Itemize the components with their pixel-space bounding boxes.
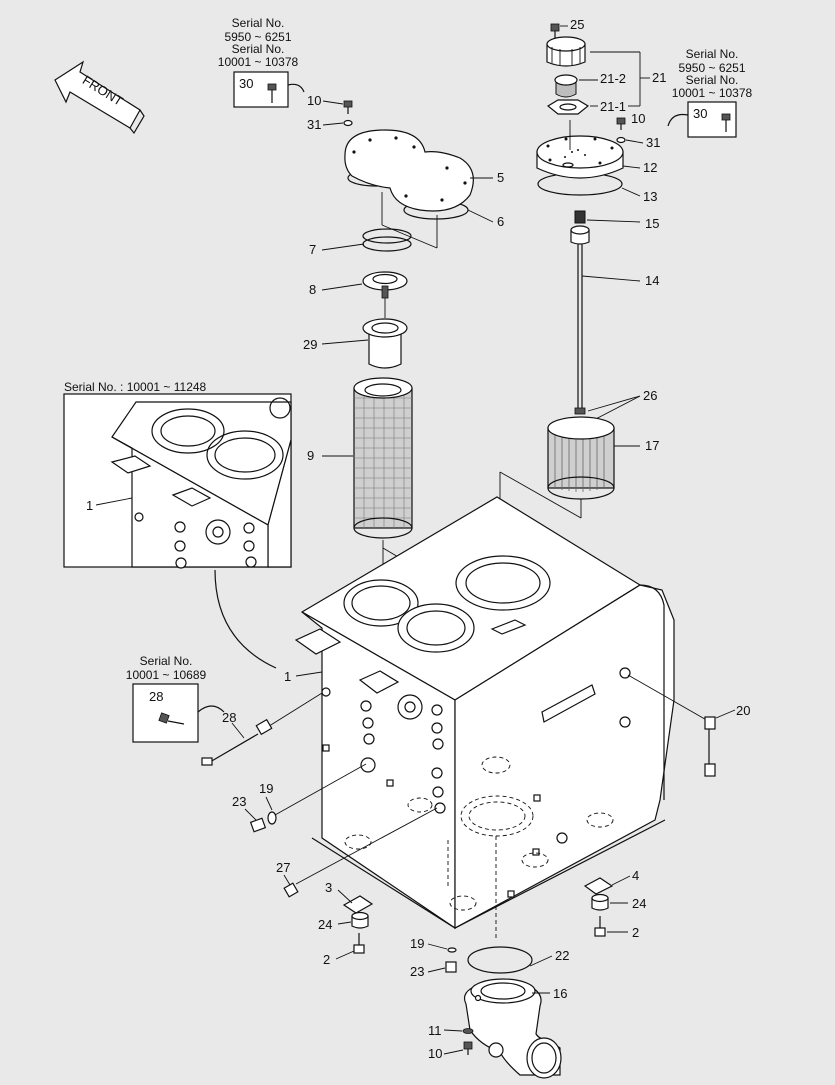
bolt-2-left <box>353 933 365 954</box>
bolt-icon <box>721 113 731 132</box>
bolt-10-right <box>616 117 626 144</box>
callout-label: 12 <box>643 160 657 175</box>
plug-23-left <box>249 763 367 833</box>
callout-label: 23 <box>410 964 424 979</box>
serial-note-text: 10001 ~ 10378 <box>672 86 753 100</box>
callout-label: 11 <box>428 1023 442 1038</box>
callout-label: 23 <box>232 794 246 809</box>
shim-3 <box>342 895 374 914</box>
callout-label: 2 <box>632 925 639 940</box>
callout-label: 6 <box>497 214 504 229</box>
serial-note-top-left: Serial No. 5950 ~ 6251 Serial No. 10001 … <box>218 16 305 108</box>
serial-note-text: 30 <box>693 106 707 121</box>
callout-label: 10 <box>307 93 321 108</box>
callout-label: 4 <box>632 868 639 883</box>
snap-ring-7 <box>362 228 412 252</box>
rod-14 <box>570 225 590 410</box>
serial-note-text: Serial No. <box>232 42 285 56</box>
callout-label: 14 <box>645 273 659 288</box>
bolt-icon <box>267 83 277 103</box>
callout-label: 17 <box>645 438 659 453</box>
filter-cover-5 <box>344 129 474 220</box>
callout-label: 27 <box>276 860 290 875</box>
serial-note-text: Serial No. <box>232 16 285 30</box>
inset-view: Serial No. : 10001 ~ 11248 <box>63 380 292 569</box>
callout-label: 16 <box>553 986 567 1001</box>
callout-label: 20 <box>736 703 750 718</box>
washer-11 <box>462 1028 474 1034</box>
serial-note-text: 5950 ~ 6251 <box>678 61 745 75</box>
filter-element-9 <box>353 377 413 539</box>
callout-label: 10 <box>631 111 645 126</box>
serial-note-text: Serial No. : 10001 ~ 11248 <box>64 380 207 394</box>
tank-cover-12 <box>536 135 624 196</box>
callout-label: 21-2 <box>600 71 626 86</box>
serial-note-sensor: Serial No. 10001 ~ 10689 28 <box>126 654 225 743</box>
callout-label: 2 <box>323 952 330 967</box>
sensor-icon <box>158 712 185 725</box>
callout-label: 19 <box>410 936 424 951</box>
callout-label: 15 <box>645 216 659 231</box>
callout-label: 24 <box>318 917 332 932</box>
bypass-valve-8 <box>362 271 408 299</box>
callout-label: 28 <box>222 710 236 725</box>
strainer-29 <box>362 318 408 369</box>
serial-note-text: 5950 ~ 6251 <box>224 30 291 44</box>
suction-pipe-16 <box>463 978 562 1079</box>
oring-19-bottom <box>447 947 457 953</box>
serial-note-text: 10001 ~ 10378 <box>218 55 299 69</box>
callout-label: 31 <box>646 135 660 150</box>
callout-label: 24 <box>632 896 646 911</box>
callout-label: 1 <box>284 669 291 684</box>
drain-cock-27 <box>283 807 438 898</box>
breather-cap-21 <box>546 36 586 67</box>
callout-label: 19 <box>259 781 273 796</box>
callout-label: 10 <box>428 1046 442 1061</box>
serial-note-text: Serial No. <box>686 47 739 61</box>
callout-label: 21 <box>652 70 666 85</box>
callout-label: 1 <box>86 498 93 513</box>
callout-label: 13 <box>643 189 657 204</box>
callout-label: 25 <box>570 17 584 32</box>
serial-note-top-right: Serial No. 5950 ~ 6251 Serial No. 10001 … <box>667 47 753 138</box>
bolt-10-bottom <box>463 1041 473 1055</box>
callout-label: 8 <box>309 282 316 297</box>
callout-label: 9 <box>307 448 314 463</box>
callout-label: 26 <box>643 388 657 403</box>
callout-label: 29 <box>303 337 317 352</box>
suction-strainer-17 <box>547 416 615 500</box>
spacer-24-right <box>591 893 609 911</box>
callout-label: 31 <box>307 117 321 132</box>
bolt-2-right <box>594 916 606 937</box>
serial-note-text: 30 <box>239 76 253 91</box>
callout-label: 22 <box>555 948 569 963</box>
callout-label: 3 <box>325 880 332 895</box>
callout-label: 21-1 <box>600 99 626 114</box>
temperature-sensor-28 <box>201 692 323 766</box>
breather-element-21-2 <box>554 74 578 98</box>
level-gauge-20 <box>627 674 716 777</box>
serial-note-text: 10001 ~ 10689 <box>126 668 207 682</box>
spacer-24-left <box>351 911 369 929</box>
serial-note-text: 28 <box>149 689 163 704</box>
serial-note-text: Serial No. <box>140 654 193 668</box>
bolt-10-left <box>343 100 353 127</box>
plug-23-bottom <box>445 961 457 973</box>
front-arrow: FRONT <box>54 60 145 135</box>
breather-gasket-21-1 <box>546 99 590 115</box>
gasket-22 <box>467 946 533 974</box>
callout-label: 7 <box>309 242 316 257</box>
shim-4 <box>583 877 614 895</box>
serial-note-text: Serial No. <box>686 73 739 87</box>
hydraulic-tank <box>294 496 675 940</box>
spring-15 <box>574 210 586 224</box>
callout-label: 5 <box>497 170 504 185</box>
